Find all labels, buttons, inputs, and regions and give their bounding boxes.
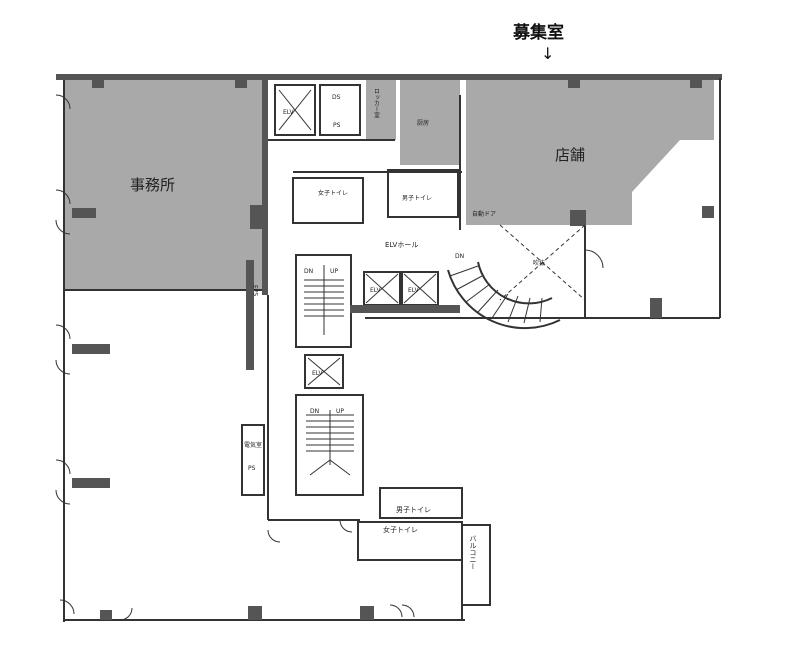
spiral-stair-outer	[447, 269, 561, 330]
office-area[interactable]	[64, 80, 262, 290]
vacancy-label: 募集室	[513, 23, 564, 43]
door-swing	[401, 604, 415, 618]
spiral-stair-treads	[449, 265, 543, 324]
shop-label: 店舗	[555, 146, 585, 164]
plan-line	[403, 273, 437, 304]
door-swing	[59, 599, 75, 615]
plan-line	[539, 297, 543, 323]
elv-label-top: ELV	[283, 109, 294, 116]
elevator-top	[274, 84, 316, 136]
top-wall	[56, 74, 722, 80]
door-swing	[55, 324, 71, 340]
plan-line	[491, 293, 509, 319]
office-label: 事務所	[130, 176, 175, 194]
spiral-dn-label: DN	[455, 253, 464, 260]
plan-line	[690, 78, 702, 88]
elv-label-3: ELV	[408, 287, 419, 294]
stair2-up-label: UP	[336, 408, 344, 415]
shop-area[interactable]	[466, 80, 714, 225]
ds-label: DS	[332, 94, 341, 101]
eps-label: EPS	[252, 285, 259, 296]
stair-2	[295, 394, 364, 496]
door-swing	[55, 359, 71, 375]
plan-line	[477, 289, 499, 313]
door-swing	[55, 459, 71, 475]
door-swing	[267, 529, 281, 543]
elv-label-lower: ELV	[312, 370, 323, 377]
ds-ps-shaft	[319, 84, 361, 136]
door-swing	[55, 189, 71, 205]
office-right-wall	[262, 80, 268, 295]
womens-toilet-upper-label: 女子トイレ	[318, 189, 348, 197]
plan-line	[568, 78, 580, 88]
plan-line	[350, 305, 460, 313]
plan-line	[702, 206, 714, 218]
elevator-lower	[304, 354, 344, 389]
ps-label-top: PS	[333, 122, 341, 129]
plan-line	[72, 478, 110, 488]
plan-line	[465, 283, 491, 303]
plan-line	[246, 260, 254, 370]
plan-line	[100, 610, 112, 620]
stair2-dn-label: DN	[310, 408, 319, 415]
womens-toilet-upper	[292, 177, 364, 224]
doors	[55, 94, 604, 621]
plan-line	[507, 295, 519, 323]
mens-toilet-lower-label: 男子トイレ	[396, 506, 431, 514]
door-swing	[584, 249, 604, 269]
mens-toilet-upper	[387, 169, 459, 218]
void-label: 吹抜	[533, 259, 545, 267]
plan-line	[360, 606, 374, 620]
stair1-up-label: UP	[330, 268, 338, 275]
vacancy-arrow: ↓	[541, 44, 555, 63]
door-swing	[55, 94, 71, 110]
plan-line	[72, 344, 110, 354]
plan-line	[307, 357, 341, 386]
balcony-label: バルコニー	[469, 535, 477, 570]
door-swing	[119, 607, 133, 621]
stair1-dn-label: DN	[304, 268, 313, 275]
stair-1	[295, 254, 352, 348]
electric-room-label: 電気室	[244, 441, 262, 449]
kitchen-area	[400, 80, 460, 165]
auto-door-label: 自動ドア	[472, 210, 496, 218]
mens-toilet-lower	[379, 487, 463, 519]
elv-label-2: ELV	[370, 287, 381, 294]
electric-room	[241, 424, 265, 496]
locker-label: ロッカー室	[373, 88, 380, 118]
mens-toilet-upper-label: 男子トイレ	[402, 195, 432, 202]
plan-line	[72, 208, 96, 218]
plan-line	[455, 275, 483, 291]
plan-line	[250, 205, 264, 229]
door-swing	[55, 489, 71, 505]
door-swing	[55, 219, 71, 235]
plan-line	[278, 89, 312, 131]
void-cross-2	[499, 224, 586, 301]
womens-toilet-lower-label: 女子トイレ	[383, 525, 418, 534]
plan-line	[248, 606, 262, 620]
stair-1-treads	[304, 265, 344, 335]
balcony	[461, 524, 491, 606]
ps-label-lower: PS	[248, 465, 256, 472]
door-swing	[339, 519, 353, 533]
stair-2-treads	[306, 410, 354, 476]
plan-line	[92, 78, 104, 88]
plan-line	[650, 298, 662, 318]
elv-hall-label: ELVホール	[385, 241, 418, 249]
locker-area	[366, 80, 396, 140]
plan-line	[235, 78, 247, 88]
columns	[72, 78, 714, 620]
kitchen-label: 厨房	[417, 119, 429, 127]
door-swing	[389, 604, 403, 618]
plan-line	[523, 297, 531, 324]
plan-line	[309, 459, 351, 476]
plan-line	[570, 210, 586, 226]
plan-line	[449, 265, 479, 277]
spiral-stair-inner	[477, 261, 553, 305]
plan-line	[365, 273, 399, 304]
